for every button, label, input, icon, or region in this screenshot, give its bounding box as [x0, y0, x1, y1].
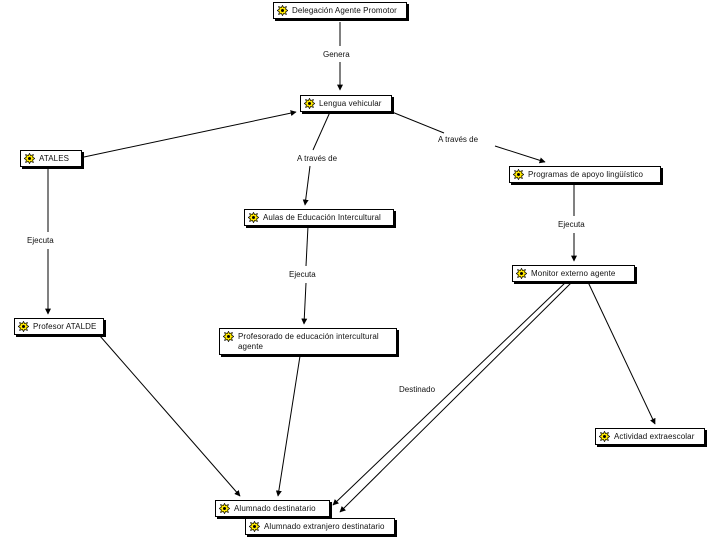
- node-label: Alumnado destinatario: [234, 504, 316, 513]
- node-atales[interactable]: ATALES: [20, 150, 82, 167]
- starburst-icon: [599, 431, 610, 442]
- node-label: Lengua vehicular: [319, 99, 382, 108]
- link-atraves-aulas: [302, 165, 311, 206]
- starburst-icon: [24, 153, 35, 164]
- edge-label-ejecuta-atales[interactable]: Ejecuta: [26, 236, 55, 245]
- node-alumnado-extranjero-destinatario[interactable]: Alumnado extranjero destinatario: [245, 518, 395, 535]
- link-profesorado-alumnado: [275, 355, 301, 497]
- node-label: Profesor ATALDE: [33, 322, 97, 331]
- node-label: Monitor externo agente: [531, 269, 616, 278]
- starburst-icon: [249, 521, 260, 532]
- link-monitor-actividad: [587, 281, 656, 425]
- node-monitor-externo-agente[interactable]: Monitor externo agente: [512, 265, 635, 282]
- node-label: Delegación Agente Promotor: [292, 6, 397, 15]
- node-label: Actividad extraescolar: [614, 432, 695, 441]
- starburst-icon: [223, 331, 234, 342]
- node-label: Profesorado de educación intercultural a…: [238, 332, 379, 351]
- link-atraves-programas: [494, 145, 546, 164]
- link-lengua-atraves-programas: [391, 111, 445, 134]
- edge-label-ejecuta-aulas[interactable]: Ejecuta: [288, 270, 317, 279]
- starburst-icon: [18, 321, 29, 332]
- edge-label-destinado[interactable]: Destinado: [398, 385, 437, 394]
- node-label: Aulas de Educación Intercultural: [263, 213, 381, 222]
- edge-label-a-traves-de-aulas[interactable]: A través de: [296, 154, 339, 163]
- link-aulas-ejecuta: [305, 225, 309, 267]
- link-lengua-atraves-aulas: [312, 111, 331, 151]
- edge-label-a-traves-de-programas[interactable]: A través de: [437, 135, 480, 144]
- starburst-icon: [516, 268, 527, 279]
- node-profesor-atal[interactable]: Profesor ATALDE: [14, 318, 104, 335]
- node-profesorado-educacion-intercultural-agente[interactable]: Profesorado de educación intercultural a…: [219, 328, 397, 355]
- node-label: Alumnado extranjero destinatario: [264, 522, 385, 531]
- edge-label-ejecuta-programas[interactable]: Ejecuta: [557, 220, 586, 229]
- node-aulas-educacion-intercultural[interactable]: Aulas de Educación Intercultural: [244, 209, 394, 226]
- link-ejecuta-profesorado: [301, 282, 308, 325]
- node-label: ATALES: [39, 154, 70, 163]
- link-monitor-destinado: [332, 281, 567, 506]
- starburst-icon: [248, 212, 259, 223]
- starburst-icon: [219, 503, 230, 514]
- link-atales-lengua: [83, 110, 297, 158]
- node-label: Programas de apoyo lingüístico: [528, 170, 644, 179]
- node-programas-apoyo-linguistico[interactable]: Programas de apoyo lingüístico: [509, 166, 661, 183]
- starburst-icon: [513, 169, 524, 180]
- link-profesor-alumnado: [99, 335, 241, 497]
- node-alumnado-destinatario[interactable]: Alumnado destinatario: [215, 500, 330, 517]
- link-monitor-alumnado-extranjero: [339, 281, 573, 513]
- edge-label-genera[interactable]: Genera: [322, 50, 351, 59]
- starburst-icon: [304, 98, 315, 109]
- starburst-icon: [277, 5, 288, 16]
- node-actividad-extraescolar[interactable]: Actividad extraescolar: [595, 428, 705, 445]
- node-lengua-vehicular[interactable]: Lengua vehicular: [300, 95, 392, 112]
- node-delegacion-agente-promotor[interactable]: Delegación Agente Promotor: [273, 2, 407, 19]
